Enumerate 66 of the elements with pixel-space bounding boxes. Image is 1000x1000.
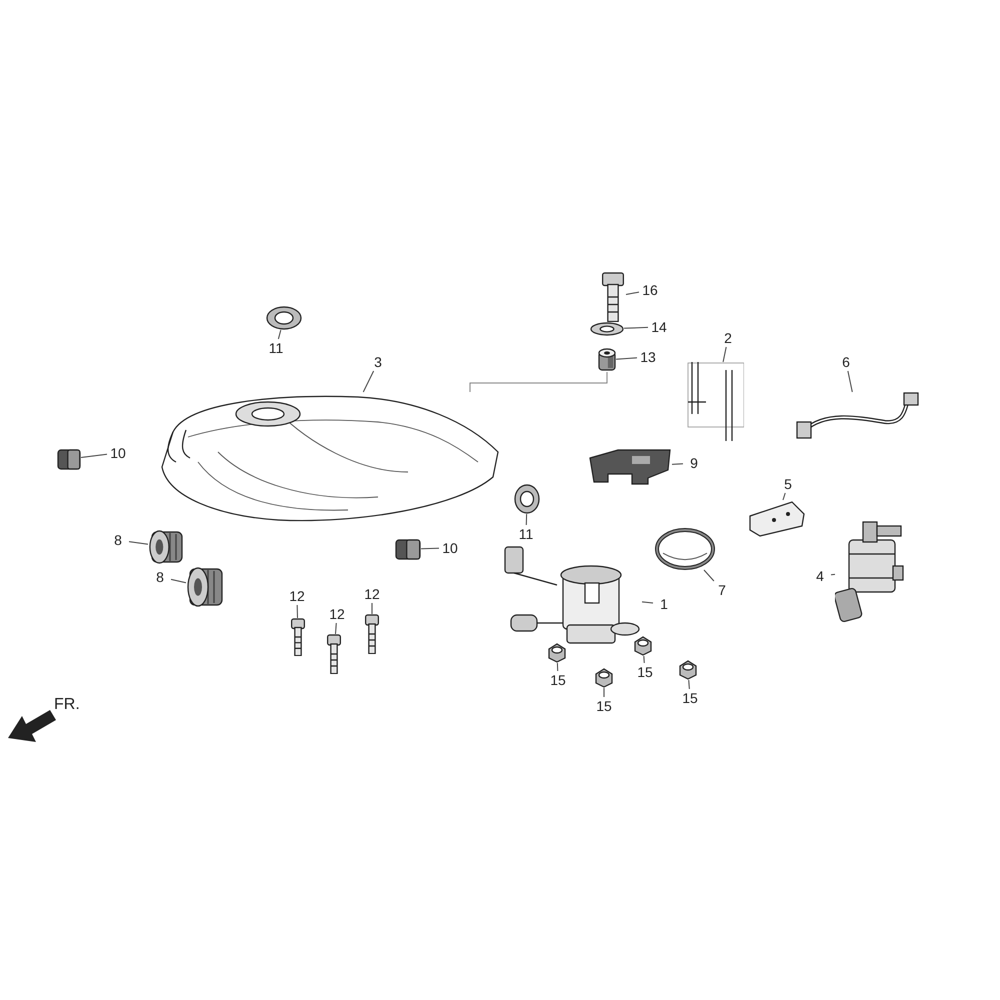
- grommet-drawing: [266, 306, 302, 330]
- leader-line: [830, 574, 836, 576]
- bracket-drawing: [588, 448, 672, 486]
- leader-line: [526, 514, 528, 526]
- callout-number: 11: [515, 525, 537, 543]
- hose-drawing: [686, 362, 744, 442]
- collar-drawing: [598, 348, 616, 372]
- leader-line: [847, 370, 853, 392]
- callout-number: 15: [634, 663, 656, 681]
- rubber-block-drawing: [57, 448, 81, 470]
- callout-number: 11: [265, 339, 287, 357]
- callout-number: 5: [777, 475, 799, 493]
- grommet-drawing: [514, 484, 540, 514]
- leader-line: [782, 492, 786, 500]
- nut-drawing: [546, 643, 568, 663]
- callout-number: 3: [367, 353, 389, 371]
- leader-line: [704, 570, 714, 582]
- leader-line: [624, 326, 648, 329]
- callout-number: 2: [717, 329, 739, 347]
- leader-line: [420, 548, 440, 550]
- callout-number: 12: [361, 585, 383, 603]
- washer-drawing: [590, 322, 624, 336]
- nut-drawing: [632, 636, 654, 656]
- nut-drawing: [593, 668, 615, 688]
- leader-line: [278, 330, 282, 340]
- bolt-drawing: [364, 614, 380, 654]
- direction-label: FR.: [54, 696, 80, 714]
- callout-number: 1: [653, 595, 675, 613]
- leader-line: [688, 680, 690, 690]
- callout-number: 7: [711, 581, 733, 599]
- leader-line: [296, 604, 298, 618]
- leader-line: [643, 656, 645, 664]
- leader-line: [128, 541, 148, 545]
- callout-number: 15: [679, 689, 701, 707]
- bolt-drawing: [326, 634, 342, 674]
- bolt-drawing: [600, 272, 626, 322]
- plate-drawing: [748, 500, 806, 538]
- o-ring-drawing: [655, 528, 715, 570]
- leader-line: [80, 454, 108, 458]
- leader-line: [722, 346, 727, 362]
- leader-line: [362, 370, 374, 392]
- leader-line: [626, 292, 640, 295]
- leader-line: [170, 578, 186, 584]
- callout-number: 13: [637, 348, 659, 366]
- callout-number: 12: [326, 605, 348, 623]
- callout-number: 16: [639, 281, 661, 299]
- callout-number: 10: [107, 444, 129, 462]
- leader-line: [335, 622, 337, 634]
- rubber-block-drawing: [395, 538, 421, 560]
- callout-number: 8: [107, 531, 129, 549]
- callout-number: 12: [286, 587, 308, 605]
- leader-line: [642, 601, 654, 604]
- callout-number: 6: [835, 353, 857, 371]
- leader-line: [672, 463, 684, 465]
- callout-number: 8: [149, 568, 171, 586]
- nut-drawing: [677, 660, 699, 680]
- callout-number: 15: [593, 697, 615, 715]
- callout-number: 4: [809, 567, 831, 585]
- leader-line: [470, 372, 608, 392]
- bolt-drawing: [290, 618, 306, 656]
- leader-line: [616, 357, 638, 360]
- callout-number: 9: [683, 454, 705, 472]
- callout-number: 15: [547, 671, 569, 689]
- callout-number: 14: [648, 318, 670, 336]
- leader-line: [556, 662, 558, 672]
- callout-number: 10: [439, 539, 461, 557]
